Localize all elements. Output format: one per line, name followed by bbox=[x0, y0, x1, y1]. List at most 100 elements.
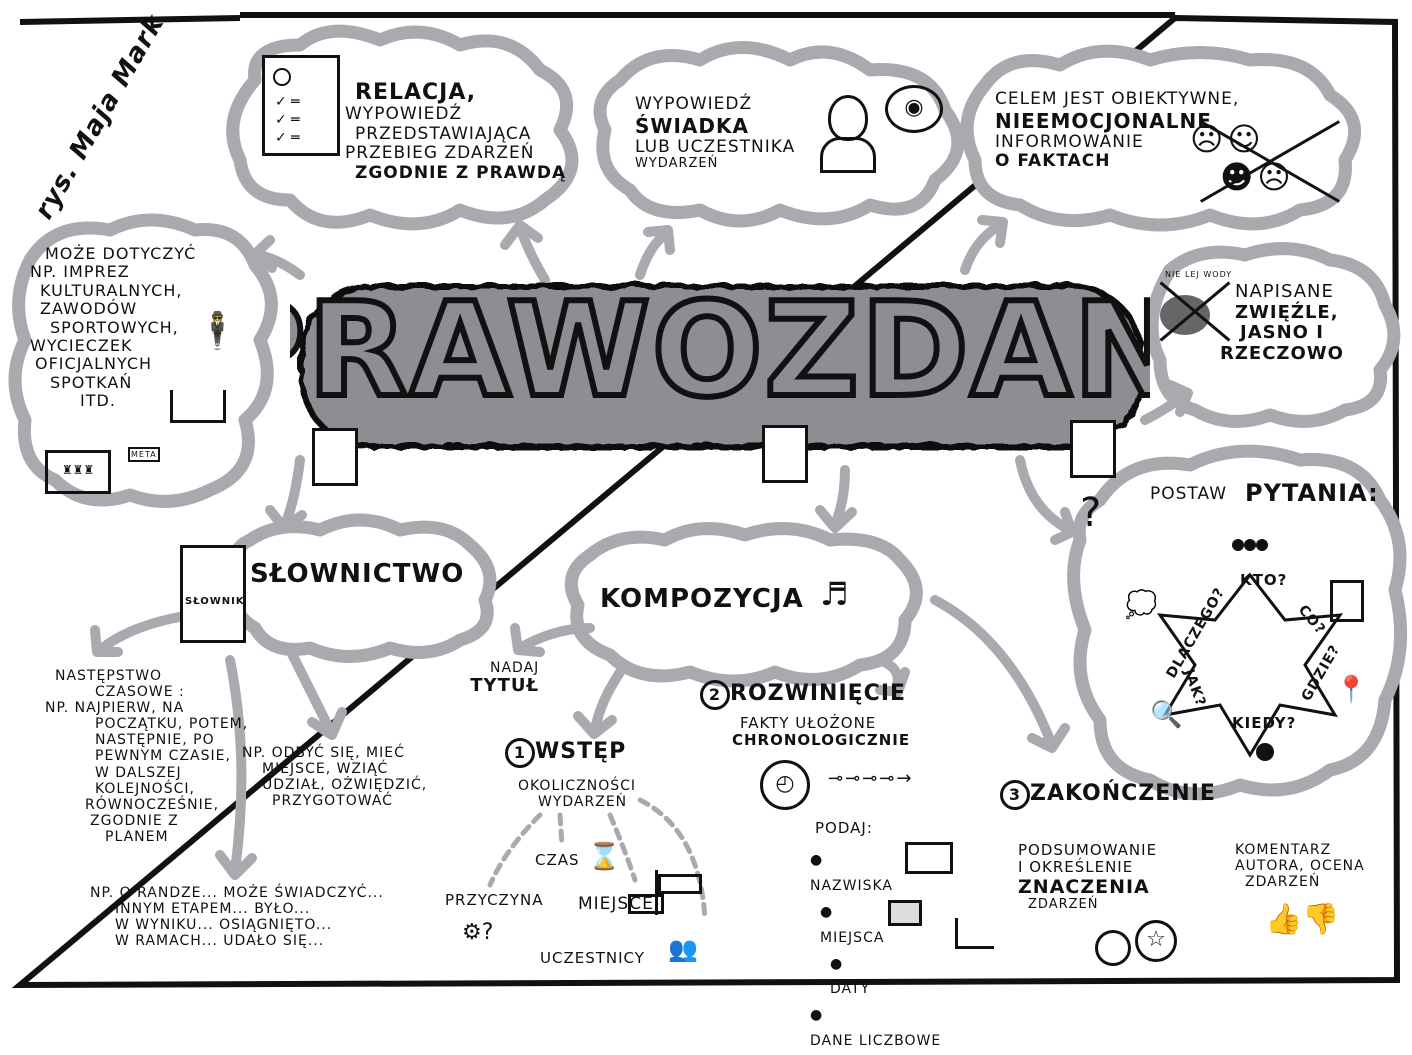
arrow-to-goal bbox=[960, 215, 1008, 275]
question-star bbox=[1156, 572, 1344, 758]
arrow-comp-body bbox=[875, 655, 910, 697]
composition-title: KOMPOZYCJA bbox=[600, 584, 804, 614]
title-tip: NADAJ TYTUŁ bbox=[470, 660, 539, 697]
question-gear-icon: ⚙? bbox=[462, 920, 494, 945]
music-notes-icon: ♬ bbox=[820, 575, 849, 613]
sequence-4: NASTĘPNIE, PO bbox=[95, 732, 215, 749]
dashed-arrow-participants bbox=[637, 797, 708, 923]
body-items: ● NAZWISKA ● MIEJSCA ● DATY ● DANE LICZB… bbox=[810, 848, 941, 1055]
questions-prefix: POSTAW bbox=[1150, 484, 1227, 504]
stage-icon: ♜♜♜ bbox=[45, 450, 111, 494]
star-speech-icon: ☆ bbox=[1095, 920, 1177, 980]
question-when: KIEDY? bbox=[1232, 714, 1297, 732]
definition-line2: WYPOWIEDŹ bbox=[345, 104, 463, 125]
people-group-icon: 👥 bbox=[668, 935, 698, 963]
ending-comment-1: AUTORA, OCENA bbox=[1235, 858, 1365, 875]
body-item-3: ● DANE LICZBOWE bbox=[810, 1007, 942, 1050]
style-text: NAPISANE ZWIĘŹLE, JASNO I RZECZOWO bbox=[1220, 281, 1344, 365]
magnifier-icon: 🔍 bbox=[1150, 700, 1183, 730]
sequence-6: W DALSZEJ bbox=[95, 764, 182, 781]
finish-runner-icon: META bbox=[118, 425, 163, 485]
sequence-1: CZASOWE : bbox=[95, 684, 185, 701]
water-label: NIE LEJ WODY bbox=[1165, 270, 1233, 279]
intro-number: 1 bbox=[505, 738, 535, 768]
intro-place: MIEJSCE bbox=[578, 894, 654, 914]
vocabulary-sequence: NASTĘPSTWO CZASOWE : NP. NAJPIERW, NA PO… bbox=[45, 668, 248, 845]
question-who: KTO? bbox=[1240, 571, 1288, 589]
body-item-2: ● DATY bbox=[830, 955, 871, 998]
arrow-to-topics bbox=[250, 235, 305, 280]
intro-sub2: WYDARZEŃ bbox=[538, 794, 628, 811]
hourglass-icon: ⌛ bbox=[588, 842, 621, 872]
verbs-1: MIEJSCE, WZIĄĆ bbox=[262, 761, 389, 778]
definition-line1: RELACJA, bbox=[355, 80, 477, 105]
arrow-to-vocabulary bbox=[265, 455, 307, 533]
body-sub1: FAKTY UŁOŻONE bbox=[740, 714, 877, 732]
signpost-icon bbox=[628, 870, 702, 915]
sequence-10: PLANEM bbox=[105, 828, 169, 845]
map-pin-icon: 📍 bbox=[1335, 675, 1368, 705]
id-card-icon bbox=[905, 842, 953, 874]
body-give: PODAJ: bbox=[815, 819, 873, 837]
ending-number: 3 bbox=[1000, 780, 1030, 810]
sequence-0: NASTĘPSTWO bbox=[55, 668, 163, 684]
body-item-0: ● NAZWISKA bbox=[810, 852, 894, 894]
dictionary-book-icon: SŁOWNIK bbox=[180, 545, 246, 643]
verbs-2: UDZIAŁ, OŻWIĘDZIĆ, bbox=[262, 777, 428, 794]
sequence-8: RÓWNOCZEŚNIE, bbox=[85, 796, 220, 813]
definition-text: RELACJA, WYPOWIEDŹ PRZEDSTAWIAJĄCA PRZEB… bbox=[345, 80, 566, 183]
ending-comment: KOMENTARZ AUTORA, OCENA ZDARZEŃ bbox=[1235, 842, 1365, 890]
arrow-vocab-phrases bbox=[215, 655, 257, 880]
topics-line3: KULTURALNYCH, bbox=[40, 280, 183, 300]
arrow-to-witness bbox=[635, 225, 675, 280]
arrow-comp-intro bbox=[573, 660, 630, 739]
ending-summary-2: ZNACZENIA bbox=[1018, 875, 1150, 898]
intro-time: CZAS bbox=[535, 851, 580, 869]
cloud-style bbox=[1145, 242, 1401, 428]
verbs-3: PRZYGOTOWAĆ bbox=[272, 793, 393, 810]
clock-icon: ◴ bbox=[760, 760, 810, 810]
topics-line1: MOŻE DOTYCZYĆ bbox=[45, 244, 197, 263]
intro-participants: UCZESTNICY bbox=[540, 949, 645, 967]
thumbs-icon: 👍👎 bbox=[1265, 902, 1340, 937]
intro-title: WSTĘP bbox=[535, 739, 627, 764]
arrow-to-style bbox=[1140, 380, 1193, 425]
topics-line8: SPOTKAŃ bbox=[50, 372, 133, 392]
topics-line9: ITD. bbox=[80, 391, 116, 411]
witness-line4: WYDARZEŃ bbox=[635, 156, 719, 172]
arrow-to-questions bbox=[1015, 455, 1077, 545]
phrases-2: W WYNIKU... OSIĄGNIĘTO... bbox=[115, 917, 333, 934]
vocabulary-title: SŁOWNICTWO bbox=[250, 559, 465, 589]
goal-line3: INFORMOWANIE bbox=[995, 131, 1144, 152]
definition-line5: ZGODNIE Z PRAWDĄ bbox=[355, 162, 567, 183]
crossed-water-icon: NIE LEJ WODY bbox=[1150, 270, 1233, 350]
definition-line4: PRZEBIEG ZDARZEŃ bbox=[345, 143, 535, 164]
topics-line6: WYCIECZEK bbox=[30, 335, 133, 355]
body-title: ROZWINIĘCIE bbox=[730, 681, 907, 706]
vocabulary-phrases: NP. O RANDZE... MOŻE ŚWIADCZYĆ... INNYM … bbox=[90, 885, 384, 949]
main-title: SPRAWOZDANIE bbox=[290, 271, 1150, 429]
witness-line1: WYPOWIEDŹ bbox=[635, 94, 753, 114]
ending-summary-1: I OKREŚLENIE bbox=[1018, 858, 1134, 877]
crown-icon bbox=[170, 390, 226, 423]
sequence-9: ZGODNIE Z bbox=[90, 812, 179, 829]
intro-sub: OKOLICZNOŚCI WYDARZEŃ bbox=[518, 778, 636, 810]
arrow-comp-ending bbox=[930, 595, 1070, 753]
witness-line2: ŚWIADKA bbox=[635, 113, 749, 138]
document-icon-right bbox=[1070, 420, 1116, 478]
crossed-emotions-icon: ☹☺☻☹ bbox=[1190, 120, 1341, 210]
witness-person-icon bbox=[820, 95, 876, 173]
body-sub: FAKTY UŁOŻONE CHRONOLOGICZNIE bbox=[732, 714, 910, 750]
intro-cause: PRZYCZYNA bbox=[445, 891, 544, 909]
arrow-comp-title bbox=[510, 623, 595, 657]
arrow-vocab-sequence bbox=[90, 610, 195, 657]
bar-chart-icon bbox=[955, 918, 994, 949]
ending-comment-2: ZDARZEŃ bbox=[1245, 874, 1321, 891]
sequence-7: KOLEJNOŚCI, bbox=[95, 780, 195, 797]
goal-text: CELEM JEST OBIEKTYWNE, NIEEMOCJONALNE IN… bbox=[995, 89, 1239, 172]
speech-eye-icon: ◉ bbox=[885, 85, 943, 133]
sequence-2: NP. NAJPIERW, NA bbox=[45, 700, 185, 717]
cloud-witness bbox=[593, 41, 965, 228]
